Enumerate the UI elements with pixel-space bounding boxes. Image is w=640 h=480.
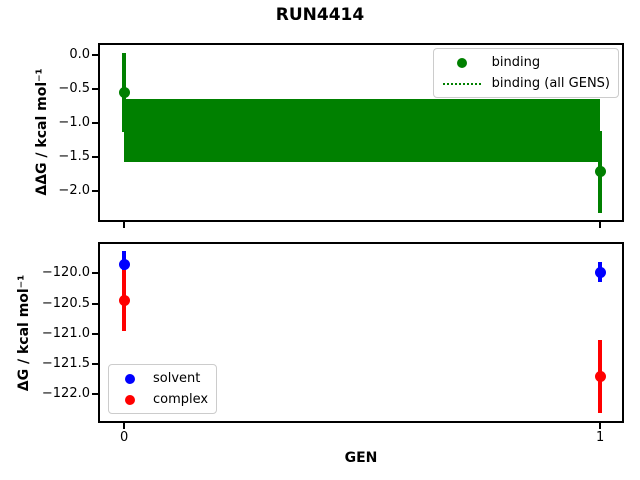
legend-label-binding: binding (491, 55, 541, 70)
legend-label-binding-all-gens: binding (all GENS) (491, 76, 610, 91)
y-tick-label: −0.5 (58, 80, 90, 96)
spine-left (98, 242, 100, 423)
x-tick-mark (599, 423, 602, 429)
y-tick-mark (92, 121, 98, 124)
y-tick-mark (92, 362, 98, 365)
legend-handle (442, 82, 482, 85)
x-tick-label: 1 (596, 430, 605, 445)
y-tick-label: −1.0 (58, 114, 90, 130)
bottom-legend: solvent complex (108, 364, 218, 414)
spine-right (622, 242, 624, 423)
solvent-data-point (594, 266, 606, 278)
legend-handle (117, 394, 143, 405)
legend-entry-solvent: solvent (117, 368, 208, 389)
x-axis-label: GEN (344, 450, 378, 466)
solvent-marker-icon (125, 373, 135, 384)
y-tick-mark (92, 189, 98, 192)
spine-left (98, 43, 100, 222)
spine-right (622, 43, 624, 222)
spine-bottom (98, 220, 624, 222)
y-tick-mark (92, 272, 98, 275)
top-axes: binding binding (all GENS) 0.0 −0.5 −1.0 −1… (58, 43, 624, 228)
spine-top (98, 43, 624, 45)
x-tick-mark (123, 222, 126, 228)
legend-handle (442, 57, 482, 68)
legend-label-solvent: solvent (153, 371, 201, 386)
spine-bottom (98, 421, 624, 423)
y-tick-mark (92, 332, 98, 335)
x-tick-label: 0 (120, 430, 129, 445)
complex-data-point (594, 371, 606, 383)
legend-label-complex: complex (153, 392, 209, 407)
dotted-line-icon (442, 82, 481, 85)
figure-title: RUN4414 (275, 5, 365, 25)
y-tick-label: −121.5 (41, 355, 90, 371)
y-tick-label: −120.5 (41, 295, 90, 311)
x-tick-mark (599, 222, 602, 228)
y-tick-mark (92, 155, 98, 158)
y-tick-mark (92, 53, 98, 56)
legend-entry-binding: binding (442, 52, 610, 73)
y-tick-label: −1.5 (58, 148, 90, 164)
binding-data-point (594, 166, 606, 178)
y-tick-mark (92, 302, 98, 305)
y-tick-label: −120.0 (41, 265, 90, 281)
top-legend: binding binding (all GENS) (432, 48, 619, 98)
y-tick-label: −122.0 (41, 386, 90, 402)
y-tick-label: −2.0 (58, 182, 90, 198)
bottom-y-axis-label: ΔG / kcal mol⁻¹ (16, 274, 32, 392)
legend-entry-complex: complex (117, 389, 208, 410)
binding-data-point (118, 86, 130, 98)
binding-marker-icon (456, 57, 467, 68)
solvent-data-point (118, 258, 130, 270)
y-tick-mark (92, 87, 98, 90)
legend-handle (117, 373, 143, 384)
uncertainty-band (124, 99, 601, 163)
complex-marker-icon (125, 394, 135, 405)
y-tick-label: 0.0 (69, 46, 90, 62)
y-tick-mark (92, 393, 98, 396)
complex-data-point (118, 295, 130, 307)
y-tick-label: −121.0 (41, 325, 90, 341)
spine-top (98, 242, 624, 244)
legend-entry-binding-all-gens: binding (all GENS) (442, 73, 610, 94)
x-tick-mark (123, 423, 126, 429)
bottom-axes: solvent complex −120.0 −120.5 −121.0 −121.5… (42, 242, 624, 445)
